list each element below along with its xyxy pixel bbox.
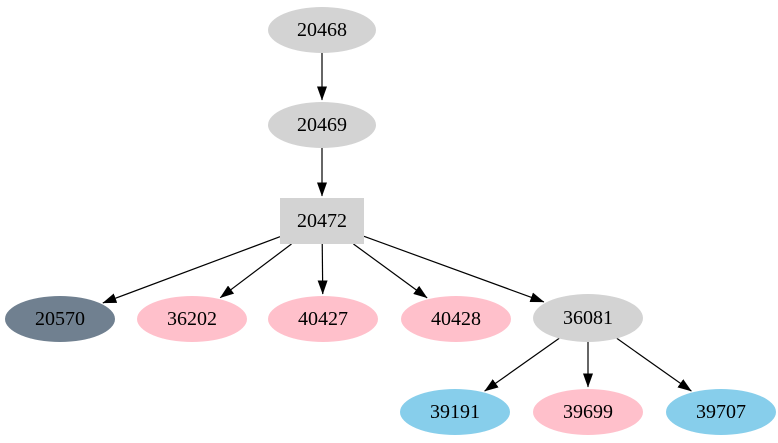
graph-edge-20472-36202 xyxy=(219,243,292,299)
graph-node-20468: 20468 xyxy=(268,7,376,53)
graph-edge-36081-39707 xyxy=(616,337,692,392)
node-ellipse-shape xyxy=(401,296,511,342)
node-label: 39191 xyxy=(430,401,480,423)
graph-node-39707: 39707 xyxy=(666,389,776,435)
node-ellipse-shape xyxy=(137,296,247,342)
graph-edge-36081-39191 xyxy=(484,337,560,392)
node-ellipse-shape xyxy=(268,296,378,342)
node-box-shape xyxy=(280,198,364,244)
node-ellipse-shape xyxy=(533,294,643,342)
graph-node-39191: 39191 xyxy=(400,389,510,435)
graph-edge-20472-40428 xyxy=(353,243,428,299)
node-label: 36081 xyxy=(563,307,613,329)
node-ellipse-shape xyxy=(5,296,115,342)
edges-layer xyxy=(102,53,692,392)
node-label: 36202 xyxy=(167,308,217,330)
node-ellipse-shape xyxy=(268,7,376,53)
node-label: 40427 xyxy=(298,308,348,330)
node-ellipse-shape xyxy=(400,389,510,435)
node-label: 39707 xyxy=(696,401,746,423)
graph-node-36081: 36081 xyxy=(533,294,643,342)
graph-edge-20472-40427 xyxy=(317,243,328,295)
graph-edge-20472-36081 xyxy=(363,235,545,303)
graph-node-20570: 20570 xyxy=(5,296,115,342)
graph-node-40427: 40427 xyxy=(268,296,378,342)
graph-node-20469: 20469 xyxy=(268,102,376,148)
node-label: 20469 xyxy=(297,114,347,136)
node-ellipse-shape xyxy=(666,389,776,435)
graph-edge-20472-20570 xyxy=(102,236,281,304)
node-label: 40428 xyxy=(431,308,481,330)
graph-node-40428: 40428 xyxy=(401,296,511,342)
graph-node-36202: 36202 xyxy=(137,296,247,342)
node-ellipse-shape xyxy=(533,389,643,435)
nodes-layer: 20468 20469 20472 20570 36202 40427 40428 36081… xyxy=(5,7,776,435)
node-label: 20472 xyxy=(297,210,347,232)
graph-node-20472: 20472 xyxy=(280,198,364,244)
node-ellipse-shape xyxy=(268,102,376,148)
graph-node-39699: 39699 xyxy=(533,389,643,435)
node-label: 20468 xyxy=(297,19,347,41)
node-label: 39699 xyxy=(563,401,613,423)
node-label: 20570 xyxy=(35,308,85,330)
